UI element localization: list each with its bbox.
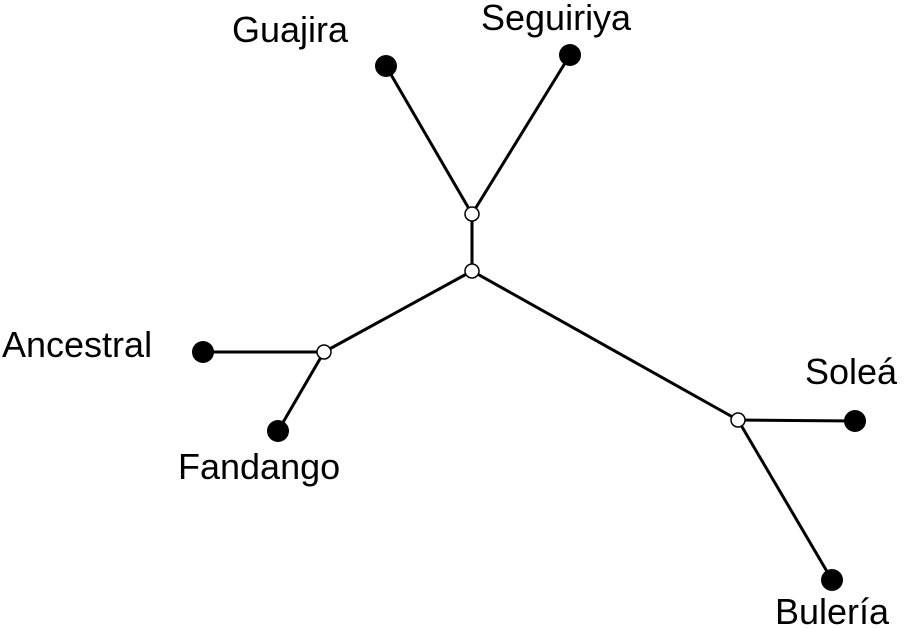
leaf-label-guajira: Guajira (232, 9, 349, 50)
leaf-label-seguiriya: Seguiriya (481, 0, 632, 38)
edge-n_center-n_left (322, 269, 474, 354)
internal-node-n_left (316, 344, 332, 360)
leaf-node-buleria (821, 569, 843, 591)
leaf-node-fandango (267, 420, 289, 442)
leaf-label-fandango: Fandango (178, 446, 340, 487)
edges-layer (201, 53, 857, 582)
nodes-layer (192, 44, 866, 591)
leaf-node-ancestral (192, 341, 214, 363)
internal-node-n_right (730, 412, 746, 428)
leaf-label-solea: Soleá (805, 351, 898, 392)
edge-guajira-n_top (384, 64, 474, 216)
edge-n_center-n_right (470, 269, 740, 422)
leaf-label-buleria: Bulería (775, 591, 890, 628)
leaf-node-guajira (375, 55, 397, 77)
edge-fandango-n_left (276, 350, 326, 433)
edge-solea-n_right (736, 418, 857, 423)
internal-node-n_top (464, 206, 480, 222)
edge-buleria-n_right (736, 418, 834, 582)
edge-seguiriya-n_top (470, 53, 572, 216)
leaf-node-solea (844, 410, 866, 432)
leaf-label-ancestral: Ancestral (2, 324, 152, 365)
leaf-node-seguiriya (559, 44, 581, 66)
internal-node-n_center (464, 263, 480, 279)
